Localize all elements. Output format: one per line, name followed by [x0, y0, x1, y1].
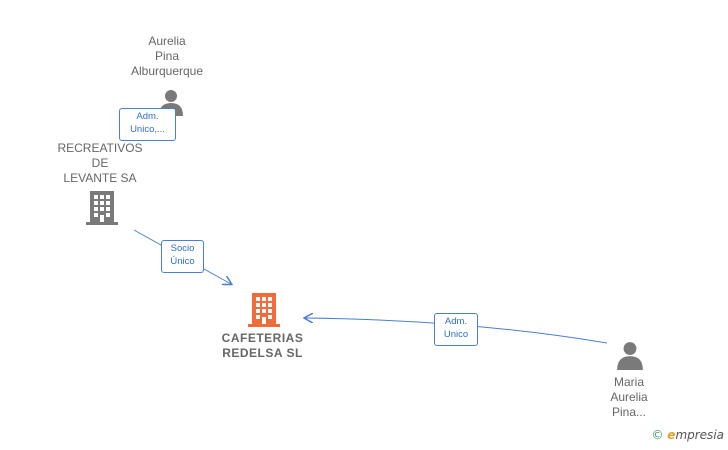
- company-main-label: CAFETERIAS REDELSA SL: [221, 331, 304, 360]
- edge-label-adm-unico[interactable]: Adm. Unico: [434, 313, 478, 346]
- building-icon[interactable]: [85, 190, 119, 226]
- building-main-icon[interactable]: [247, 292, 281, 328]
- edge-label-top[interactable]: Adm. Unico,...: [119, 108, 176, 141]
- copyright-icon: ©: [651, 428, 664, 442]
- company-left-label: RECREATIVOS DE LEVANTE SA: [57, 141, 143, 185]
- person-icon[interactable]: [615, 340, 645, 370]
- edge-label-socio[interactable]: Socio Único: [161, 240, 204, 273]
- brand-logo-e: e: [667, 428, 676, 442]
- person-top-label: Aurelia Pina Alburquerque: [130, 34, 204, 78]
- brand-logo-text: mpresia: [675, 428, 724, 442]
- person-right-label: Maria Aurelia Pina...: [610, 375, 648, 419]
- copyright-footer: © empresia: [651, 428, 724, 442]
